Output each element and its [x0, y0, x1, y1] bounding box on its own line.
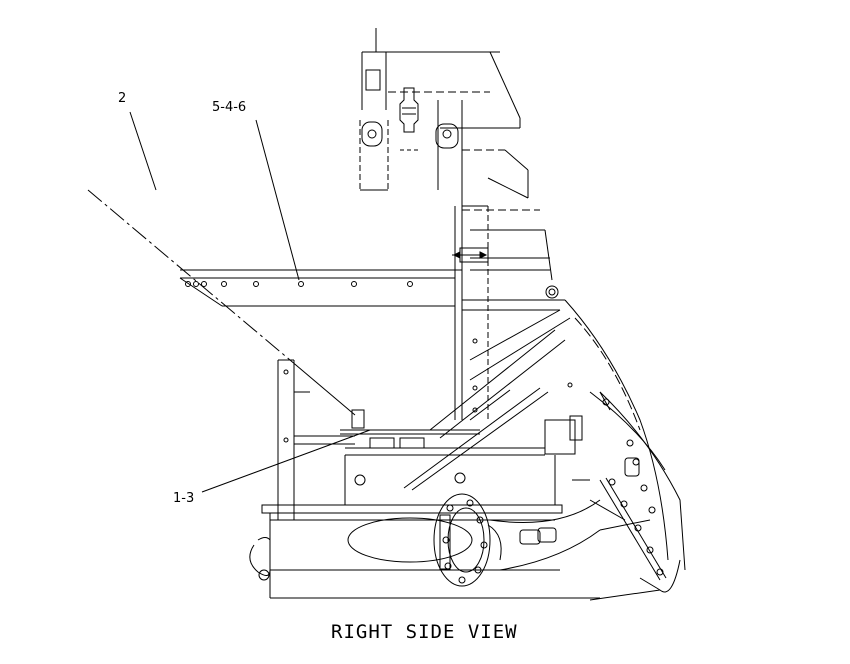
right-housing — [564, 299, 686, 601]
leader-line-5-4-6 — [255, 119, 300, 281]
base-beam — [249, 499, 601, 599]
bolt-row — [185, 281, 413, 287]
pivot-flange — [433, 493, 557, 587]
leader-line-1-3 — [201, 429, 371, 493]
side-panel — [87, 189, 489, 420]
callout-part-1-3: 1-3 — [173, 491, 195, 506]
upper-tower — [359, 28, 559, 299]
callout-part-5-4-6: 5-4-6 — [212, 100, 247, 115]
leader-line-2 — [129, 111, 157, 191]
support-frame — [277, 359, 583, 520]
cross-braces — [403, 299, 573, 491]
callout-part-2: 2 — [118, 91, 127, 106]
view-title: RIGHT SIDE VIEW — [331, 621, 518, 643]
